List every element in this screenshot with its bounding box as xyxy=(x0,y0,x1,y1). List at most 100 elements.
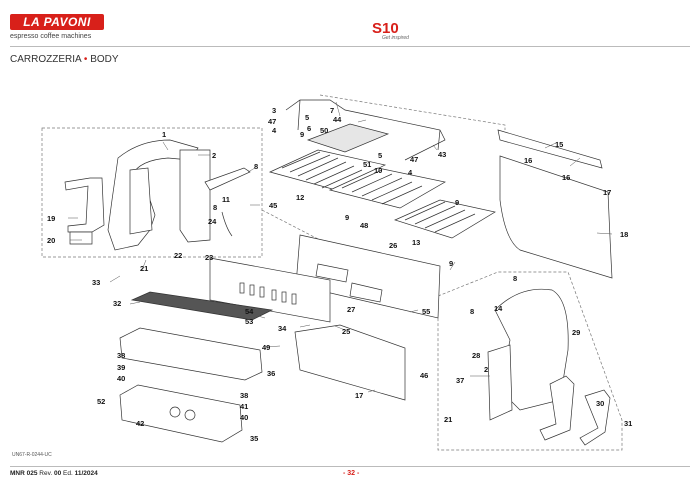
label-part-40b: 40 xyxy=(240,413,248,422)
cup-tray-grates xyxy=(268,123,496,239)
label-part-8c: 8 xyxy=(513,274,517,283)
left-frame xyxy=(107,139,211,251)
footer-rev: 00 xyxy=(53,470,62,477)
label-part-11: 11 xyxy=(222,195,230,204)
label-part-25: 25 xyxy=(342,327,350,336)
label-part-4b: 4 xyxy=(408,168,413,177)
label-part-39: 39 xyxy=(117,363,125,372)
back-panel-18 xyxy=(499,155,613,279)
model-name: S10 xyxy=(372,20,399,37)
page-number: - 32 - xyxy=(343,470,360,477)
part-15-rail xyxy=(497,129,603,169)
title-separator: • xyxy=(83,54,88,65)
label-part-2: 2 xyxy=(212,151,216,160)
label-part-12: 12 xyxy=(296,193,304,202)
label-part-41: 41 xyxy=(240,402,248,411)
label-part-34: 34 xyxy=(278,324,287,333)
label-part-43: 43 xyxy=(438,150,446,159)
part-number-labels: 1 2 2 3 4 4 5 5 6 7 8 8 8 8 9 9 9 9 10 1… xyxy=(47,106,632,443)
label-part-42: 42 xyxy=(136,419,144,428)
footer-doc-id: MNR 025 xyxy=(10,470,38,477)
label-part-21: 21 xyxy=(140,264,148,273)
label-part-30: 30 xyxy=(596,399,604,408)
label-part-38b: 38 xyxy=(240,391,248,400)
side-shell-29 xyxy=(494,288,569,411)
label-part-24: 24 xyxy=(208,217,217,226)
label-part-53: 53 xyxy=(245,317,253,326)
footer-rev-label: Rev. xyxy=(39,470,53,477)
label-part-38: 38 xyxy=(117,351,125,360)
part-11 xyxy=(204,167,251,191)
label-part-2b: 2 xyxy=(484,365,488,374)
label-part-8: 8 xyxy=(254,162,258,171)
section-title: CARROZZERIA • BODY xyxy=(10,54,119,65)
label-part-29: 29 xyxy=(572,328,580,337)
footer-divider xyxy=(10,466,690,467)
model-subtitle: Get inspired xyxy=(382,35,409,41)
side-panel-30 xyxy=(539,375,575,441)
label-part-9c: 9 xyxy=(345,213,349,222)
label-part-22: 22 xyxy=(174,251,182,260)
label-part-45: 45 xyxy=(269,201,277,210)
footer-ed: 11/2024 xyxy=(74,470,98,477)
label-part-47: 47 xyxy=(268,117,276,126)
side-panel-31 xyxy=(579,389,611,446)
section-title-it: CARROZZERIA xyxy=(10,54,82,65)
label-part-28: 28 xyxy=(472,351,480,360)
section-title-en: BODY xyxy=(90,54,119,65)
label-part-55: 55 xyxy=(422,307,430,316)
group-box-45 xyxy=(41,127,263,258)
footer-revision: MNR 025 Rev. 00 Ed. 11/2024 xyxy=(10,470,98,477)
panel-23 xyxy=(209,257,331,323)
label-part-36: 36 xyxy=(267,369,275,378)
label-part-50: 50 xyxy=(320,126,328,135)
header-divider xyxy=(10,46,690,47)
label-part-23: 23 xyxy=(205,253,213,262)
label-part-5: 5 xyxy=(305,113,309,122)
label-part-40: 40 xyxy=(117,374,125,383)
part-24 xyxy=(221,211,233,237)
label-part-35: 35 xyxy=(250,434,258,443)
label-part-8b: 8 xyxy=(213,203,217,212)
label-part-37: 37 xyxy=(456,376,464,385)
label-part-15: 15 xyxy=(555,140,563,149)
label-part-1: 1 xyxy=(162,130,166,139)
footer-ed-label: Ed. xyxy=(63,470,73,477)
label-part-9b: 9 xyxy=(455,198,459,207)
label-part-13: 13 xyxy=(412,238,420,247)
label-part-27: 27 xyxy=(347,305,355,314)
label-part-51: 51 xyxy=(363,160,371,169)
brand-tagline: espresso coffee machines xyxy=(10,33,92,40)
brand-logo: LA PAVONI xyxy=(10,14,104,30)
lower-panel-34 xyxy=(294,324,406,401)
label-part-16b: 16 xyxy=(562,173,570,182)
label-part-6: 6 xyxy=(307,124,311,133)
label-part-19: 19 xyxy=(47,214,55,223)
label-part-14: 14 xyxy=(494,304,503,313)
label-part-21b: 21 xyxy=(444,415,452,424)
label-part-16: 16 xyxy=(524,156,532,165)
label-part-17: 17 xyxy=(603,188,611,197)
top-frame xyxy=(285,99,446,161)
brand-logo-text: LA PAVONI xyxy=(23,15,91,29)
label-part-52: 52 xyxy=(97,397,105,406)
tray-base-42 xyxy=(119,384,243,443)
inner-frame xyxy=(487,344,513,421)
label-part-17b: 17 xyxy=(355,391,363,400)
label-part-20: 20 xyxy=(47,236,55,245)
label-part-7: 7 xyxy=(330,106,334,115)
label-part-54: 54 xyxy=(245,307,254,316)
label-part-9d: 9 xyxy=(449,259,453,268)
label-part-49: 49 xyxy=(262,343,270,352)
side-panel-19-20 xyxy=(64,177,105,245)
label-part-44: 44 xyxy=(333,115,342,124)
front-panel-26 xyxy=(295,234,441,319)
document-code: UN67-R-0244-UC xyxy=(12,452,52,458)
label-part-31: 31 xyxy=(624,419,632,428)
label-part-5b: 5 xyxy=(378,151,382,160)
label-part-46: 46 xyxy=(420,371,428,380)
label-part-18: 18 xyxy=(620,230,628,239)
label-part-3: 3 xyxy=(272,106,276,115)
label-part-48: 48 xyxy=(360,221,368,230)
